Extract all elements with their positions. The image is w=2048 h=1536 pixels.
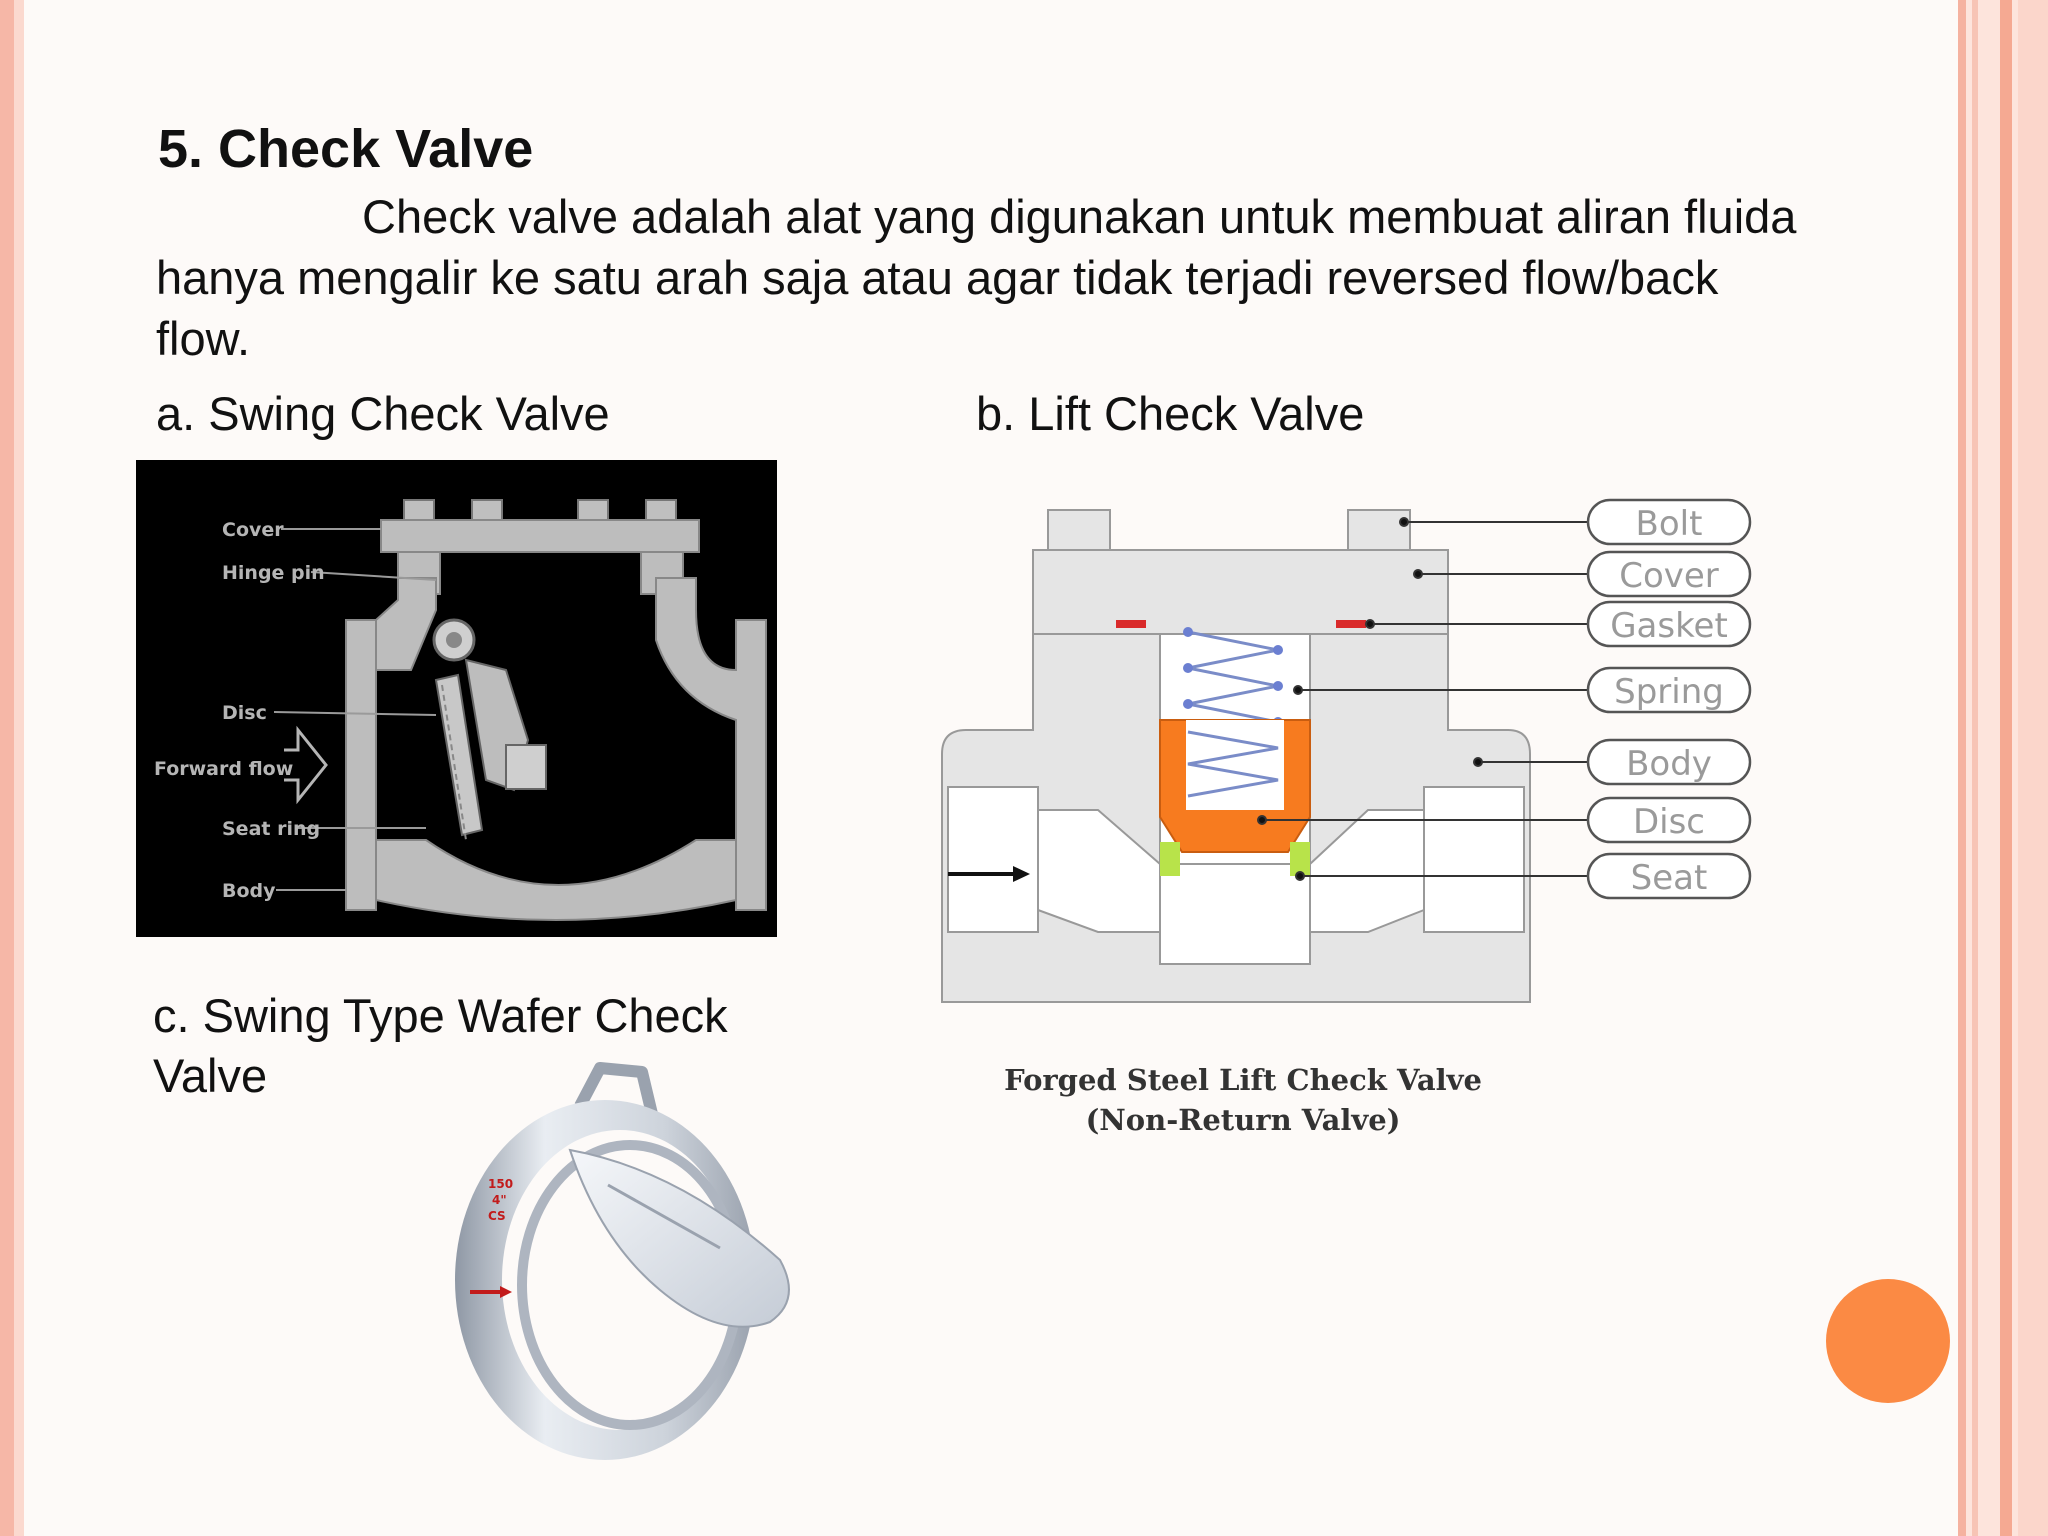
label-seat: Seat bbox=[1631, 858, 1708, 898]
figure-title-forged-steel: Forged Steel Lift Check Valve bbox=[1004, 1063, 1482, 1097]
label-bolt: Bolt bbox=[1636, 504, 1703, 544]
orange-circle-decoration bbox=[1826, 1279, 1950, 1403]
marking-material: CS bbox=[488, 1209, 506, 1223]
lift-check-valve-diagram: Bolt Cover Gasket Spring Body Disc Seat … bbox=[938, 492, 1768, 1152]
label-hinge-pin: Hinge pin bbox=[222, 562, 325, 584]
label-cover: Cover bbox=[1619, 556, 1719, 596]
label-disc: Disc bbox=[1633, 802, 1705, 842]
label-cover: Cover bbox=[222, 519, 284, 541]
flow-arrow-icon bbox=[948, 866, 1030, 882]
label-disc: Disc bbox=[222, 702, 267, 724]
label-body: Body bbox=[1626, 744, 1712, 784]
marking-pressure: 150 bbox=[488, 1177, 513, 1191]
swing-check-valve-diagram: Cover Hinge pin Disc Forward flow Seat r… bbox=[136, 460, 777, 937]
marking-size: 4" bbox=[492, 1193, 507, 1207]
caption-lift-check-valve: b. Lift Check Valve bbox=[976, 387, 1365, 440]
label-gasket: Gasket bbox=[1610, 606, 1728, 646]
figure-title-non-return: (Non-Return Valve) bbox=[1086, 1103, 1401, 1137]
wafer-check-valve-illustration: 150 4" CS bbox=[455, 1062, 790, 1460]
label-spring: Spring bbox=[1614, 672, 1724, 712]
forward-flow-arrow-icon bbox=[284, 725, 328, 805]
label-forward-flow: Forward flow bbox=[154, 758, 293, 780]
caption-swing-check-valve: a. Swing Check Valve bbox=[156, 387, 610, 440]
caption-swing-type-wafer-check-valve: c. Swing Type Wafer Check Valve bbox=[153, 989, 728, 1102]
left-decorative-border bbox=[0, 0, 24, 1536]
intro-paragraph: Check valve adalah alat yang digunakan u… bbox=[156, 190, 1797, 365]
label-body: Body bbox=[222, 880, 276, 902]
right-decorative-border bbox=[1958, 0, 2048, 1536]
label-seat-ring: Seat ring bbox=[222, 818, 320, 840]
slide-title: 5. Check Valve bbox=[158, 119, 534, 179]
